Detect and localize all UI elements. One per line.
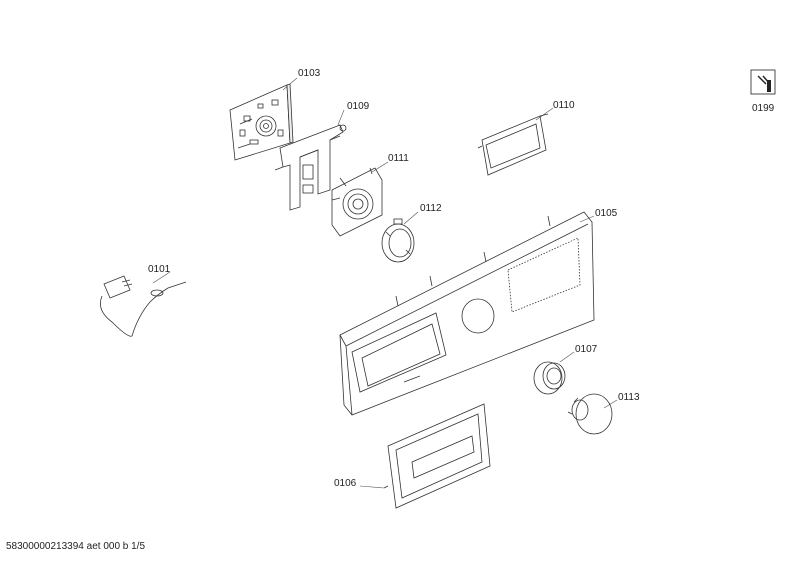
service-manual-icon	[750, 69, 776, 95]
part-0109-mounting-frame	[274, 124, 347, 211]
part-0110-display	[477, 113, 549, 176]
label-0107: 0107	[575, 344, 598, 355]
label-0111: 0111	[388, 153, 409, 164]
label-0113: 0113	[618, 392, 640, 403]
label-0112: 0112	[420, 203, 442, 214]
part-0107-knob	[533, 361, 566, 395]
part-0101-power-cord	[99, 275, 187, 337]
label-0109: 0109	[347, 101, 370, 112]
label-0105: 0105	[595, 208, 618, 219]
label-0110: 0110	[553, 100, 575, 111]
part-0111-knob-housing	[331, 167, 383, 237]
label-0106: 0106	[334, 478, 357, 489]
label-0101: 0101	[148, 264, 171, 275]
part-0103-control-board	[229, 83, 294, 161]
part-0113-knob-cap	[567, 393, 613, 435]
part-0105-front-panel	[339, 211, 595, 416]
part-0106-drawer-panel	[383, 403, 491, 509]
leader-lines	[152, 77, 618, 489]
part-0112-ring	[381, 218, 415, 263]
label-0103: 0103	[298, 68, 321, 79]
label-0199: 0199	[752, 103, 775, 114]
document-id-footer: 58300000213394 aet 000 b 1/5	[6, 541, 146, 552]
